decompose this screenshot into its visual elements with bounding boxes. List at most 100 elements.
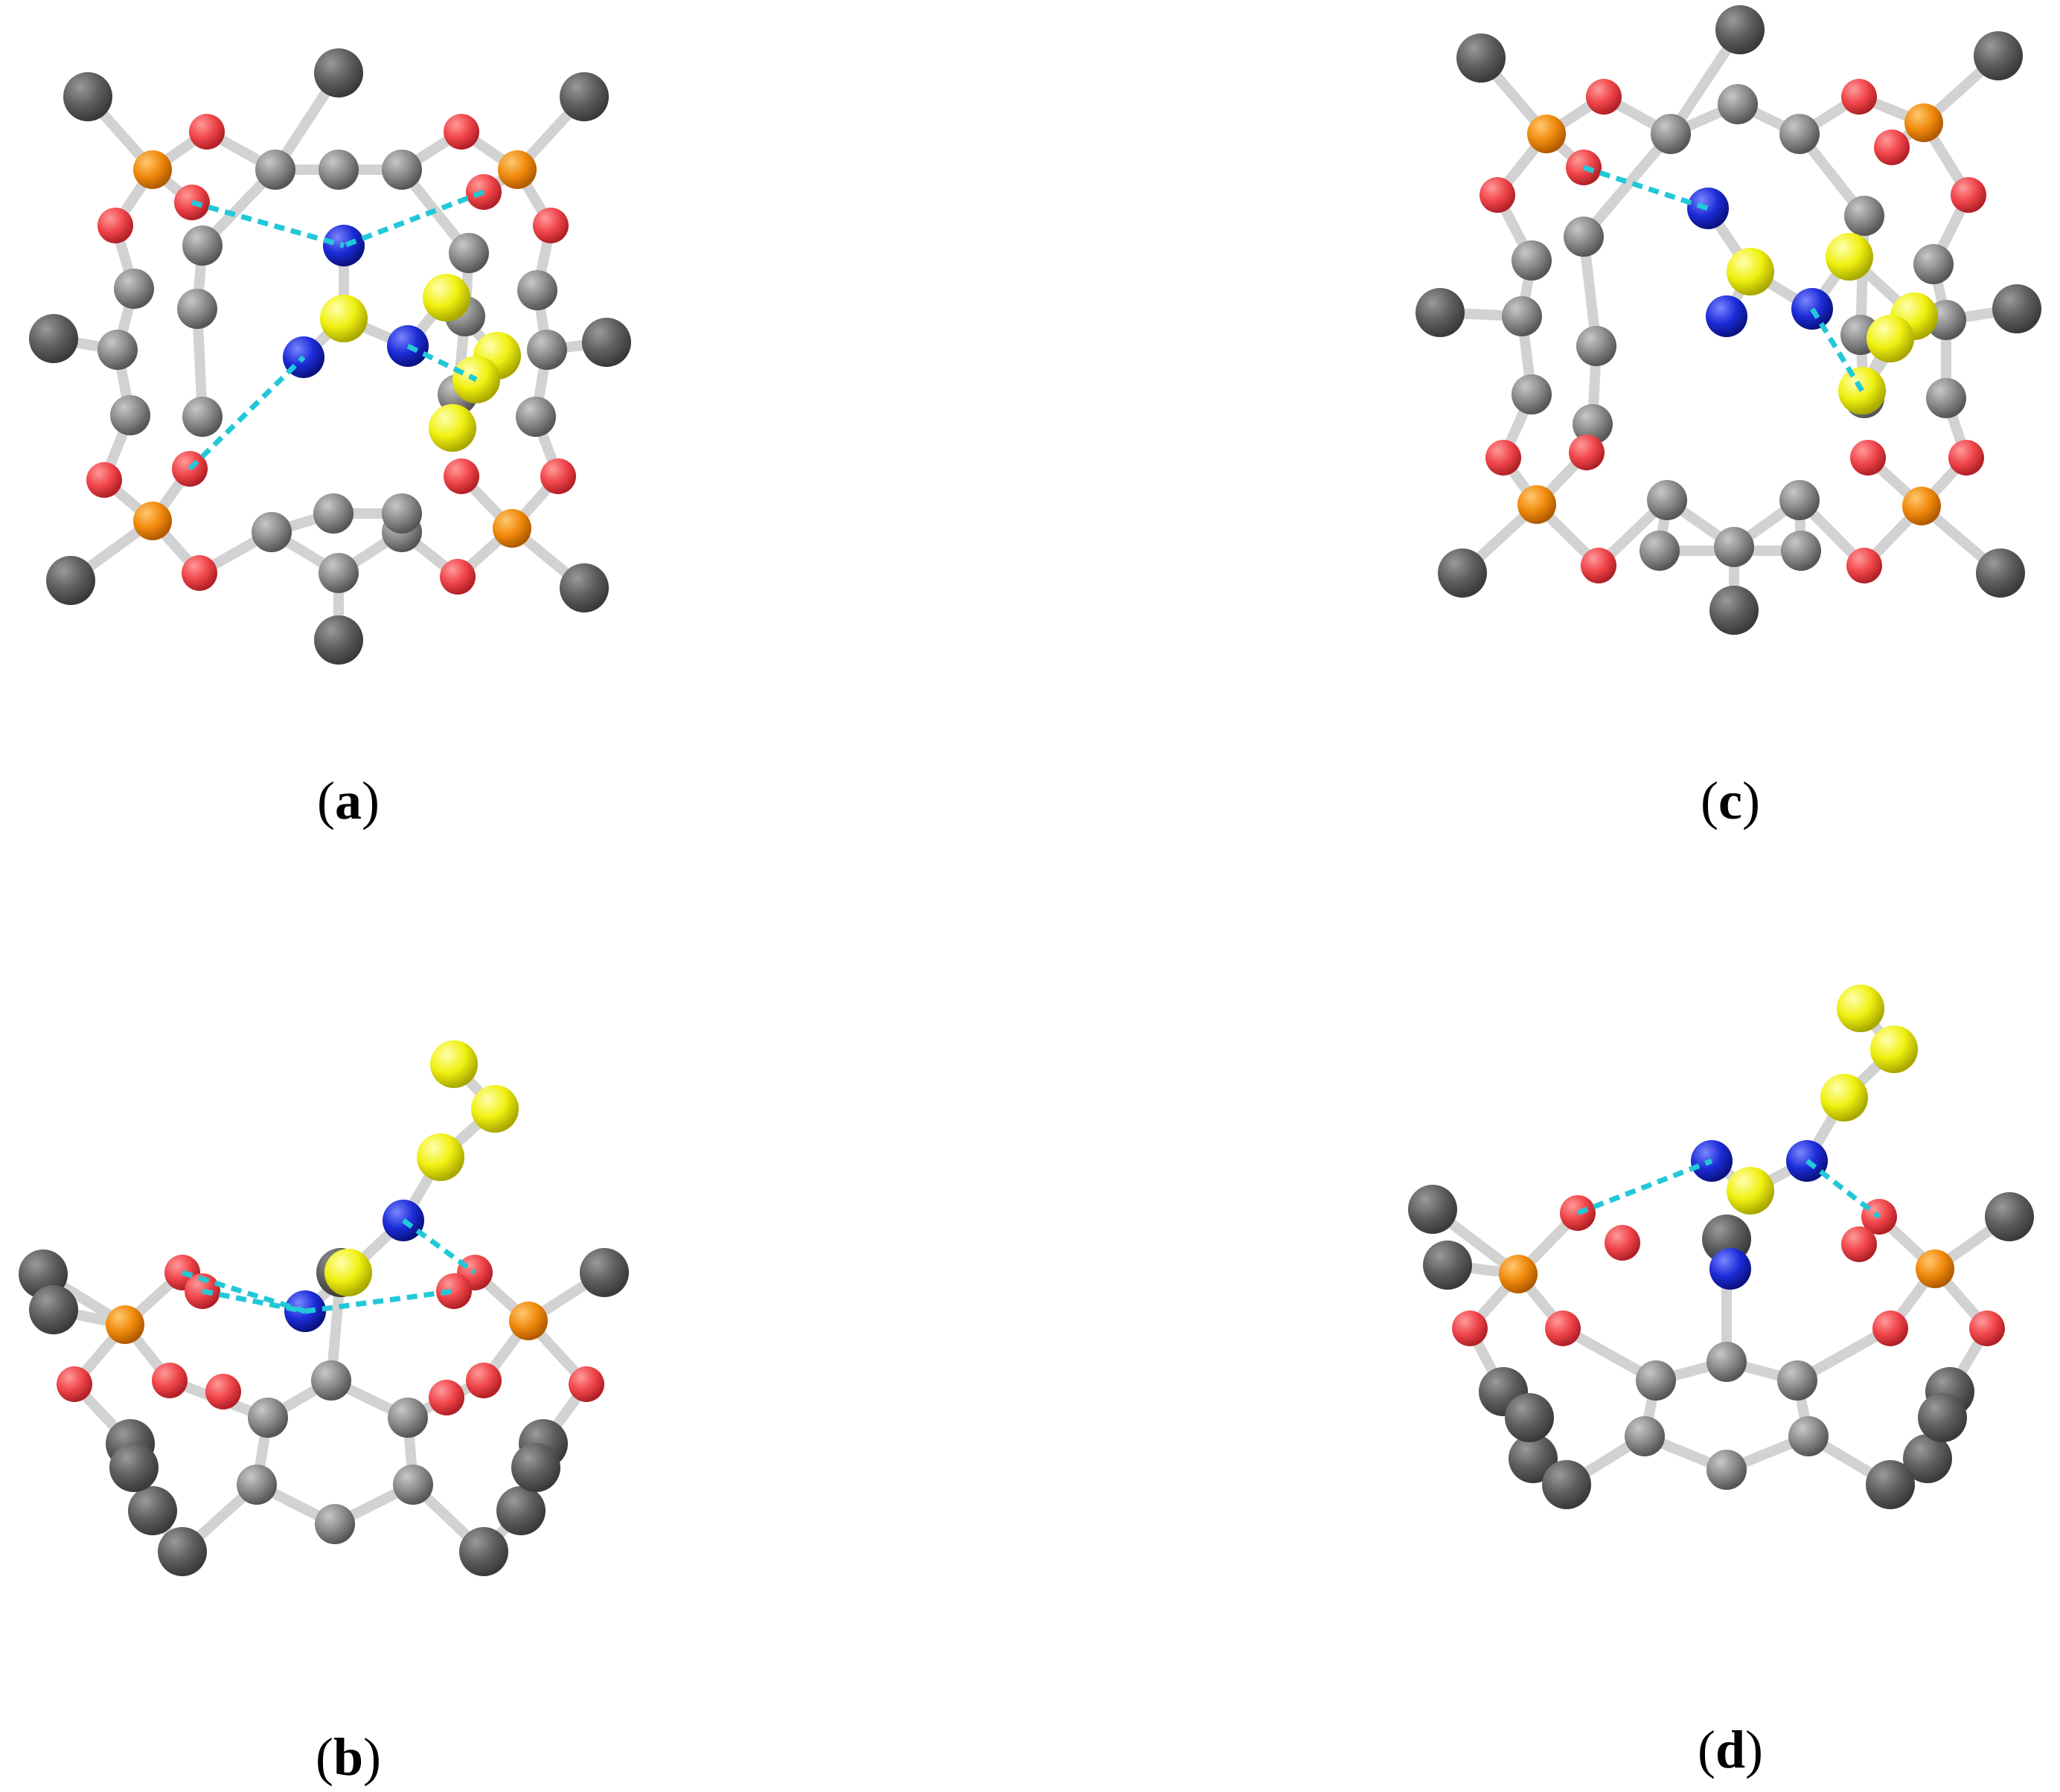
carbon-atom xyxy=(1777,1360,1817,1401)
phosphorus-atom xyxy=(493,509,531,548)
sulfur-atom xyxy=(430,1040,478,1088)
sulfur-atom xyxy=(1870,1025,1918,1073)
oxygen-atom xyxy=(1969,1311,2005,1346)
oxygen-atom xyxy=(1480,177,1515,213)
carbon-atom xyxy=(382,493,422,534)
carbon-atom xyxy=(182,225,223,266)
carbon-atom xyxy=(255,150,295,190)
carbon-atom xyxy=(527,330,567,370)
carbon-atom xyxy=(1985,1192,2034,1241)
carbon-atom xyxy=(114,269,154,309)
carbon-atom xyxy=(1636,1360,1676,1401)
oxygen-atom xyxy=(444,114,479,150)
carbon-atom xyxy=(1512,374,1552,415)
carbon-atom xyxy=(1714,527,1754,567)
hydrogen-bond xyxy=(181,1270,307,1314)
carbon-atom xyxy=(1456,33,1506,83)
oxygen-atom xyxy=(440,559,476,595)
carbon-atom xyxy=(1779,480,1820,520)
carbon-atom xyxy=(449,233,489,273)
nitrogen-atom xyxy=(1706,295,1747,337)
oxygen-atom xyxy=(533,208,569,243)
carbon-atom xyxy=(1718,84,1758,124)
sulfur-atom xyxy=(429,404,476,452)
carbon-atom xyxy=(1715,5,1765,54)
oxygen-atom xyxy=(182,555,217,591)
hydrogen-bond xyxy=(1582,164,1709,211)
carbon-atom xyxy=(1651,114,1691,154)
oxygen-atom xyxy=(97,208,133,243)
oxygen-atom xyxy=(1951,177,1986,213)
phosphorus-atom xyxy=(1499,1255,1538,1293)
hydrogen-bond xyxy=(401,1218,477,1275)
hydrogen-bond xyxy=(304,1288,455,1314)
carbon-atom xyxy=(252,512,292,552)
sulfur-atom xyxy=(1837,985,1884,1032)
panel-label-b: (b) xyxy=(316,1727,381,1787)
carbon-atom xyxy=(1913,244,1954,284)
carbon-atom xyxy=(1976,548,2025,598)
carbon-atom xyxy=(517,270,557,310)
panel-label-a: (a) xyxy=(317,771,380,831)
phosphorus-atom xyxy=(498,150,537,189)
phosphorus-atom xyxy=(1517,485,1556,524)
panel-label-c: (c) xyxy=(1701,771,1760,831)
oxygen-atom xyxy=(444,458,479,494)
carbon-atom xyxy=(1844,196,1884,236)
carbon-atom xyxy=(388,1398,428,1438)
phosphorus-atom xyxy=(1916,1249,1954,1288)
oxygen-atom xyxy=(540,458,576,494)
panel-b-molecule xyxy=(19,1040,629,1576)
oxygen-atom xyxy=(1452,1311,1488,1346)
sulfur-atom xyxy=(320,295,368,342)
carbon-atom xyxy=(319,150,359,190)
carbon-atom xyxy=(1647,480,1687,520)
oxygen-atom xyxy=(569,1366,604,1402)
carbon-atom xyxy=(29,1285,78,1334)
oxygen-atom xyxy=(1485,440,1521,476)
carbon-atom xyxy=(177,289,217,329)
carbon-atom xyxy=(1706,1450,1747,1490)
carbon-atom xyxy=(496,1486,546,1535)
oxygen-atom xyxy=(1850,440,1886,476)
phosphorus-atom xyxy=(509,1302,548,1340)
carbon-atom xyxy=(1625,1416,1665,1456)
oxygen-atom xyxy=(429,1380,464,1415)
panel-a-molecule xyxy=(29,48,631,665)
oxygen-atom xyxy=(1872,1311,1908,1346)
oxygen-atom xyxy=(205,1374,241,1409)
carbon-atom xyxy=(1505,1393,1554,1442)
phosphorus-atom xyxy=(106,1305,144,1344)
hydrogen-bond xyxy=(1576,1158,1713,1216)
phosphorus-atom xyxy=(1904,103,1943,142)
carbon-atom xyxy=(1576,326,1616,366)
carbon-atom xyxy=(1706,1342,1747,1382)
oxygen-atom xyxy=(1841,1226,1877,1262)
carbon-atom xyxy=(1564,217,1604,257)
oxygen-atom xyxy=(466,1363,502,1398)
carbon-atom xyxy=(110,395,150,435)
carbon-atom xyxy=(1408,1185,1457,1234)
carbon-atom xyxy=(1423,1241,1472,1290)
carbon-atom xyxy=(1788,1416,1829,1456)
oxygen-atom xyxy=(1874,129,1910,165)
sulfur-atom xyxy=(417,1133,464,1181)
carbon-atom xyxy=(315,1504,355,1544)
nitrogen-atom xyxy=(1687,188,1729,229)
carbon-atom xyxy=(382,150,422,190)
carbon-atom xyxy=(248,1398,288,1438)
oxygen-atom xyxy=(1605,1225,1640,1261)
carbon-atom xyxy=(560,72,609,121)
carbon-atom xyxy=(314,48,363,97)
nitrogen-atom xyxy=(1709,1248,1751,1290)
sulfur-atom xyxy=(423,274,470,321)
oxygen-atom xyxy=(1581,548,1616,583)
sulfur-atom xyxy=(1727,248,1774,295)
oxygen-atom xyxy=(86,462,122,498)
carbon-atom xyxy=(1512,240,1552,281)
panel-label-d: (d) xyxy=(1698,1720,1763,1779)
hydrogen-bond xyxy=(202,1288,306,1314)
carbon-atom xyxy=(237,1465,277,1505)
carbon-atom xyxy=(582,318,631,367)
carbon-atom xyxy=(97,330,138,370)
